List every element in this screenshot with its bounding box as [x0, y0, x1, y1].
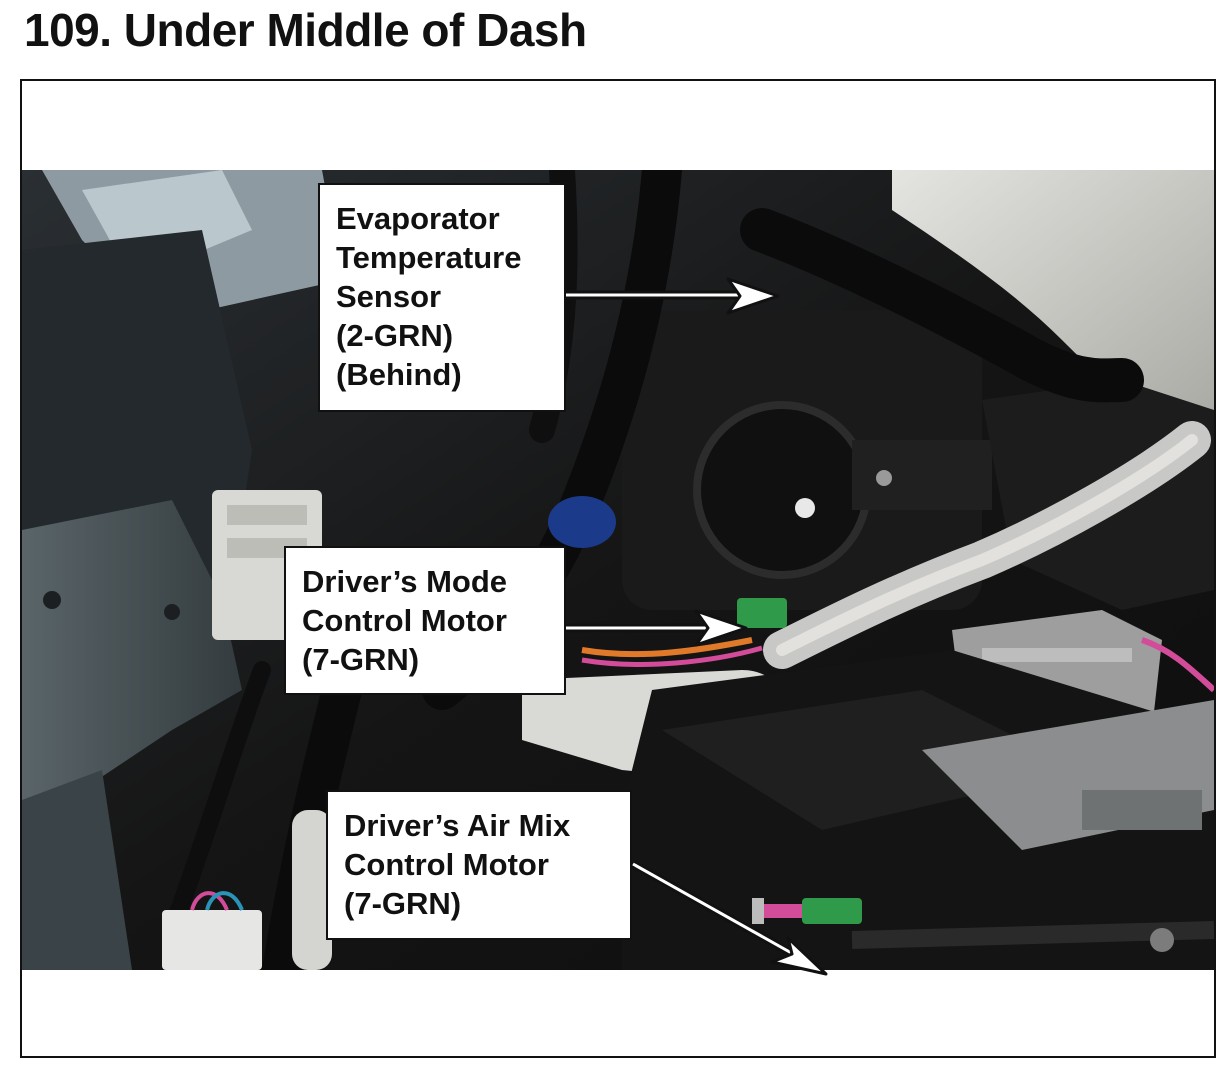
- callout-evaporator-temperature-sensor: Evaporator Temperature Sensor (2-GRN) (B…: [318, 183, 566, 412]
- callout-drivers-mode-control-motor: Driver’s Mode Control Motor (7-GRN): [284, 546, 566, 695]
- callout-line: (Behind): [336, 357, 462, 392]
- dashboard-photo: [22, 170, 1214, 970]
- callout-line: Driver’s Air Mix: [344, 808, 571, 843]
- callout-line: (2-GRN): [336, 318, 454, 353]
- callout-drivers-air-mix-control-motor: Driver’s Air Mix Control Motor (7-GRN): [326, 790, 632, 940]
- callout-line: Evaporator: [336, 201, 500, 236]
- callout-line: Control Motor: [344, 847, 549, 882]
- page-title: 109. Under Middle of Dash: [24, 4, 587, 56]
- dashboard-photo-illustration: [22, 170, 1214, 970]
- callout-line: (7-GRN): [344, 886, 462, 921]
- callout-line: Control Motor: [302, 603, 507, 638]
- callout-line: (7-GRN): [302, 642, 420, 677]
- callout-line: Driver’s Mode: [302, 564, 508, 599]
- callout-line: Temperature: [336, 240, 522, 275]
- callout-line: Sensor: [336, 279, 442, 314]
